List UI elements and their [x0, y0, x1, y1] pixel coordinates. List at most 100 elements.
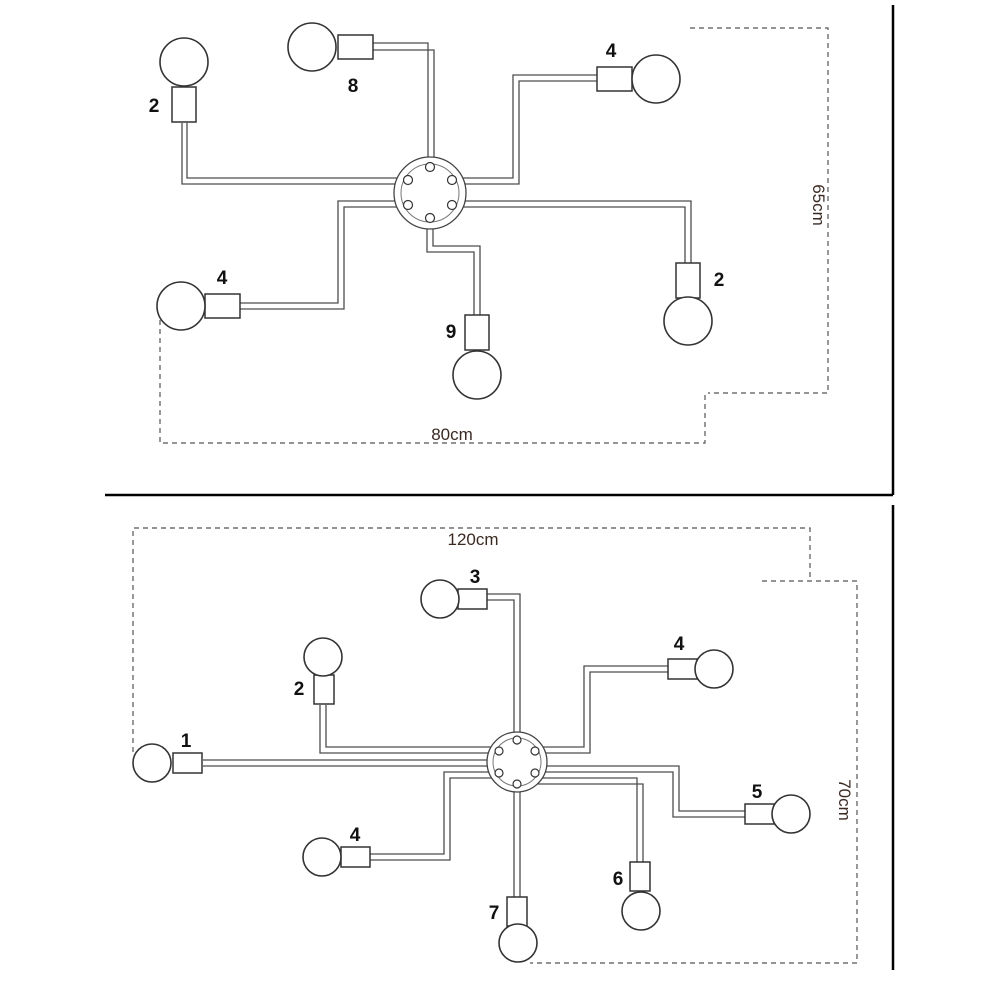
top-arm-labels: 2 8 4 4 9 2 — [149, 41, 725, 343]
bottom-arms — [203, 593, 745, 897]
top-bulb-4-right — [631, 54, 681, 104]
bottom-arm-6 — [538, 777, 638, 862]
bottom-socket-4-right — [667, 658, 698, 680]
top-arms — [181, 42, 692, 315]
bottom-arm-label: 6 — [613, 869, 624, 890]
bottom-width-label: 120cm — [447, 530, 498, 549]
bottom-arm-3 — [487, 599, 515, 736]
top-arm-label: 2 — [149, 96, 160, 117]
bottom-bulb-3 — [420, 579, 460, 619]
bottom-arm-label: 4 — [350, 825, 361, 846]
bottom-arm-2 — [325, 705, 496, 748]
bottom-arm-label: 4 — [674, 634, 685, 655]
bottom-height-label: 70cm — [835, 779, 854, 821]
bottom-socket-6 — [629, 861, 651, 892]
top-arm-2-left-inner — [186, 123, 410, 179]
top-bulb-2-right — [663, 296, 713, 346]
bottom-arm-4-left — [370, 771, 496, 855]
top-socket-2-right — [675, 262, 701, 299]
top-canopy-hub — [393, 156, 467, 230]
bottom-bulb-7 — [498, 923, 538, 963]
top-socket-2-left — [171, 86, 197, 123]
bottom-bulb-1 — [132, 743, 172, 783]
top-hub-outer — [393, 156, 467, 230]
top-dimension-lines — [159, 27, 829, 444]
top-arm-8 — [373, 42, 429, 168]
top-socket-4-right — [596, 66, 633, 92]
top-arm-4-left-inner — [240, 206, 412, 310]
top-arm-2-left — [181, 123, 410, 185]
bottom-hub-screw — [512, 735, 522, 745]
bottom-arm-5 — [538, 765, 745, 812]
bottom-arm-6-inner — [538, 783, 644, 862]
bottom-hub-screw — [530, 746, 540, 756]
top-arm-4-left — [240, 200, 412, 304]
bottom-hub-screw — [494, 768, 504, 778]
top-hub-screw — [446, 199, 458, 211]
top-bulb-4-left — [156, 281, 206, 331]
bottom-hub-screw — [512, 779, 522, 789]
bottom-hub-screw — [494, 746, 504, 756]
top-arm-label: 2 — [714, 270, 725, 291]
top-arm-9 — [426, 220, 475, 315]
bottom-bulb-6 — [621, 891, 661, 931]
top-bulb-8 — [287, 22, 337, 72]
bottom-arm-label: 7 — [489, 903, 500, 924]
bottom-socket-4-left — [340, 846, 371, 868]
top-socket-8 — [337, 34, 374, 60]
bottom-arm-label: 2 — [294, 679, 305, 700]
bottom-arm-label: 5 — [752, 782, 763, 803]
top-arm-2-right — [448, 200, 692, 263]
top-arm-4-right-inner — [450, 74, 597, 179]
bottom-bulb-5 — [771, 794, 811, 834]
bottom-lamps — [132, 579, 811, 963]
top-lamps — [156, 22, 713, 400]
bottom-hub-screw — [530, 768, 540, 778]
bottom-height-dimension-line — [530, 580, 858, 964]
bottom-arm-5-inner — [538, 771, 745, 818]
bottom-arm-label: 1 — [181, 731, 192, 752]
bottom-width-dimension-line — [132, 527, 811, 752]
top-socket-4-left — [204, 293, 241, 319]
bottom-socket-1 — [172, 752, 203, 774]
bottom-arm-4-left-inner — [370, 777, 496, 861]
top-arm-8-inner — [373, 49, 435, 168]
bottom-socket-7 — [506, 896, 528, 927]
top-fixture: 2 8 4 4 9 2 80cm 65cm — [149, 22, 829, 444]
bottom-arm-label: 3 — [470, 567, 481, 588]
top-height-label: 65cm — [809, 184, 828, 226]
top-arm-label: 9 — [446, 322, 457, 343]
bottom-arm-2-inner — [319, 705, 496, 754]
top-width-label: 80cm — [431, 425, 473, 444]
bottom-socket-2 — [313, 674, 335, 705]
bottom-dimension-lines — [132, 527, 858, 964]
top-arm-label: 4 — [217, 268, 228, 289]
bottom-fixture: 3 2 4 1 5 4 6 7 120cm 70cm — [132, 527, 858, 964]
bottom-socket-5 — [744, 803, 775, 825]
top-arm-2-right-inner — [448, 206, 686, 263]
top-hub-screw — [402, 199, 414, 211]
bottom-arm-4-right-inner — [538, 671, 668, 754]
top-hub-screw — [424, 212, 436, 224]
bottom-bulb-4-right — [694, 649, 734, 689]
top-hub-screw — [402, 174, 414, 186]
bottom-arm-3-inner — [487, 593, 521, 736]
bottom-bulb-4-left — [302, 837, 342, 877]
bottom-arm-4-right — [538, 665, 668, 748]
top-bulb-2-left — [159, 37, 209, 87]
top-height-dimension-line — [690, 27, 829, 394]
top-arm-label: 8 — [348, 76, 359, 97]
top-arm-4-right — [450, 80, 597, 185]
top-hub-screw — [424, 161, 436, 173]
bottom-arm-labels: 3 2 4 1 5 4 6 7 — [181, 567, 763, 924]
top-socket-9 — [464, 314, 490, 351]
bottom-bulb-2 — [303, 637, 343, 677]
bottom-canopy-hub — [486, 731, 548, 793]
top-bulb-9 — [452, 350, 502, 400]
top-arm-label: 4 — [606, 41, 617, 62]
top-arm-9-inner — [432, 220, 481, 315]
bottom-socket-3 — [457, 588, 488, 610]
top-hub-screw — [446, 174, 458, 186]
bottom-hub-outer — [486, 731, 548, 793]
